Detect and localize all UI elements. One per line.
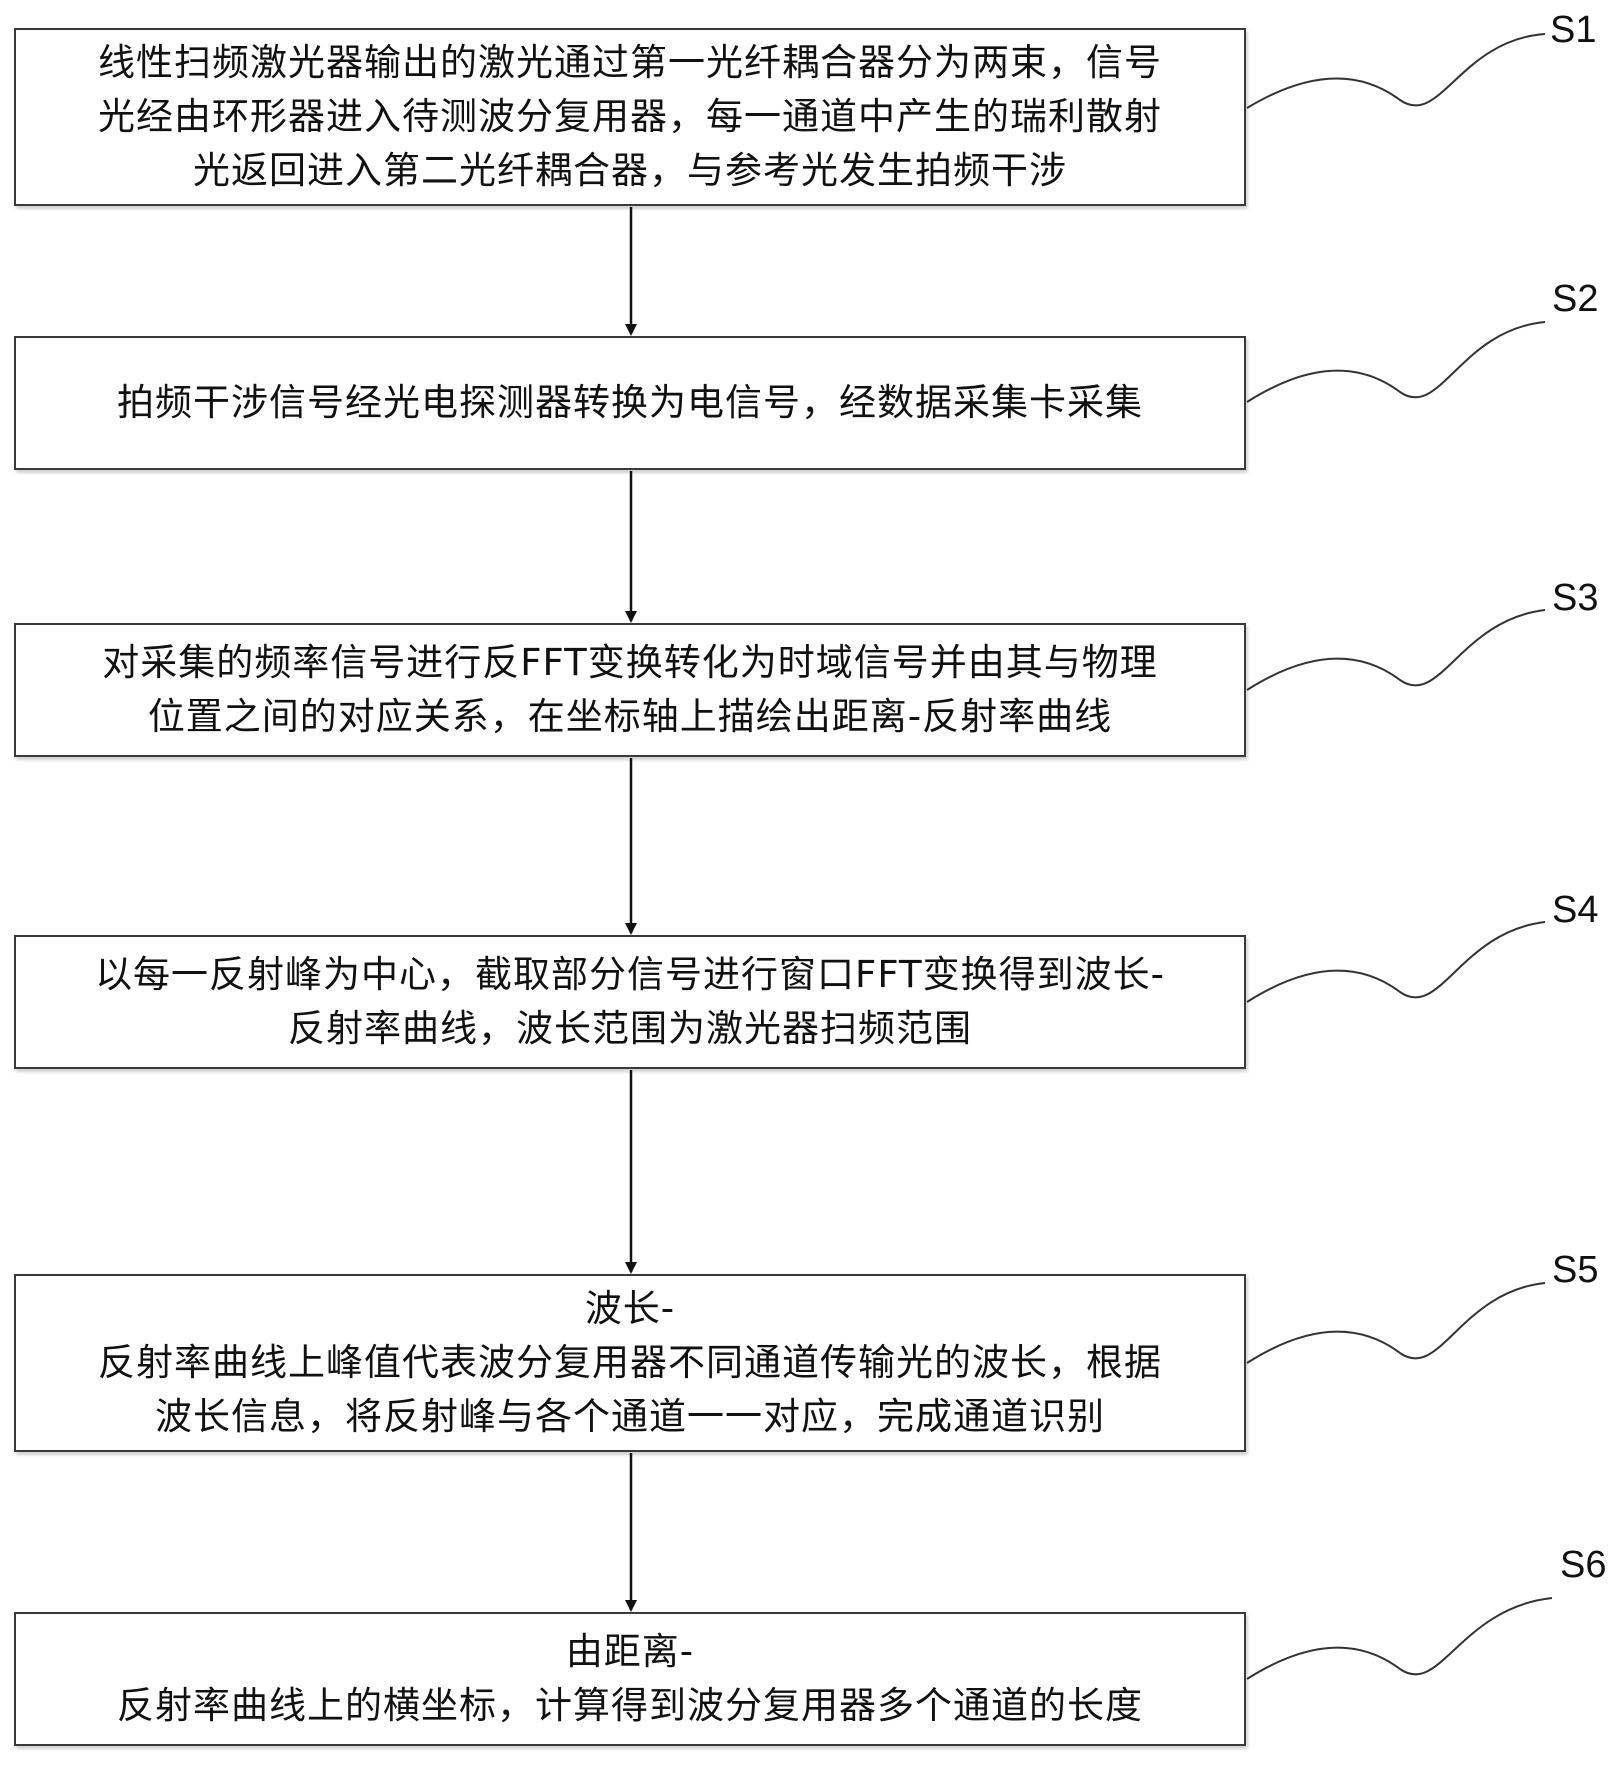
step-label-s4: S4	[1552, 889, 1599, 931]
leader-line-s2	[1246, 321, 1546, 403]
leader-line-s4	[1246, 921, 1546, 1003]
step-text-s1: 线性扫频激光器输出的激光通过第一光纤耦合器分为两束，信号 光经由环形器进入待测波…	[98, 41, 1162, 192]
leader-line-s6	[1246, 1597, 1553, 1680]
step-box-s4: 以每一反射峰为中心，截取部分信号进行窗口FFT变换得到波长- 反射率曲线，波长范…	[14, 935, 1246, 1069]
step-text-s4: 以每一反射峰为中心，截取部分信号进行窗口FFT变换得到波长- 反射率曲线，波长范…	[95, 953, 1165, 1050]
step-box-s6: 由距离- 反射率曲线上的横坐标，计算得到波分复用器多个通道的长度	[14, 1612, 1246, 1746]
step-label-s5: S5	[1552, 1249, 1599, 1291]
leader-line-s1	[1246, 33, 1546, 109]
step-label-s2: S2	[1552, 278, 1599, 320]
step-label-s1: S1	[1550, 9, 1597, 51]
step-text-s2: 拍频干涉信号经光电探测器转换为电信号，经数据采集卡采集	[117, 381, 1143, 424]
leader-line-s3	[1246, 609, 1546, 691]
step-text-s3: 对采集的频率信号进行反FFT变换转化为时域信号并由其与物理 位置之间的对应关系，…	[102, 641, 1158, 738]
step-text-s6: 由距离- 反射率曲线上的横坐标，计算得到波分复用器多个通道的长度	[117, 1630, 1143, 1727]
step-box-s1: 线性扫频激光器输出的激光通过第一光纤耦合器分为两束，信号 光经由环形器进入待测波…	[14, 28, 1246, 206]
step-label-s3: S3	[1552, 577, 1599, 619]
step-box-s5: 波长- 反射率曲线上峰值代表波分复用器不同通道传输光的波长，根据 波长信息，将反…	[14, 1274, 1246, 1452]
step-label-s6: S6	[1560, 1544, 1607, 1586]
step-box-s3: 对采集的频率信号进行反FFT变换转化为时域信号并由其与物理 位置之间的对应关系，…	[14, 623, 1246, 757]
step-box-s2: 拍频干涉信号经光电探测器转换为电信号，经数据采集卡采集	[14, 336, 1246, 470]
step-text-s5: 波长- 反射率曲线上峰值代表波分复用器不同通道传输光的波长，根据 波长信息，将反…	[98, 1287, 1162, 1438]
leader-line-s5	[1246, 1282, 1546, 1364]
